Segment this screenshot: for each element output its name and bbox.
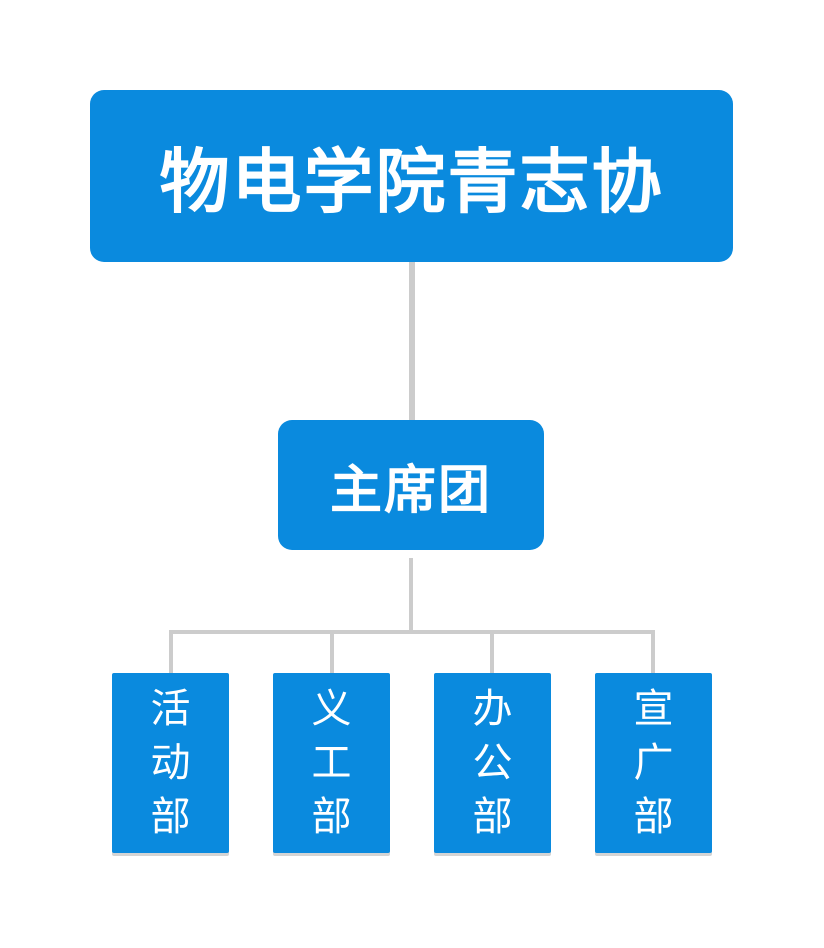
department-node-publicity: 宣广部 <box>595 673 712 853</box>
root-node-label: 物电学院青志协 <box>159 140 664 223</box>
department-label: 办公部 <box>472 686 513 840</box>
presidium-node-label: 主席团 <box>329 460 492 521</box>
department-node-activities: 活动部 <box>112 673 229 853</box>
root-node: 物电学院青志协 <box>90 90 733 262</box>
presidium-node: 主席团 <box>278 420 544 550</box>
department-label: 宣广部 <box>633 686 674 840</box>
department-node-office: 办公部 <box>434 673 551 853</box>
department-label: 活动部 <box>150 686 191 840</box>
department-label: 义工部 <box>311 686 352 840</box>
department-node-volunteer: 义工部 <box>273 673 390 853</box>
